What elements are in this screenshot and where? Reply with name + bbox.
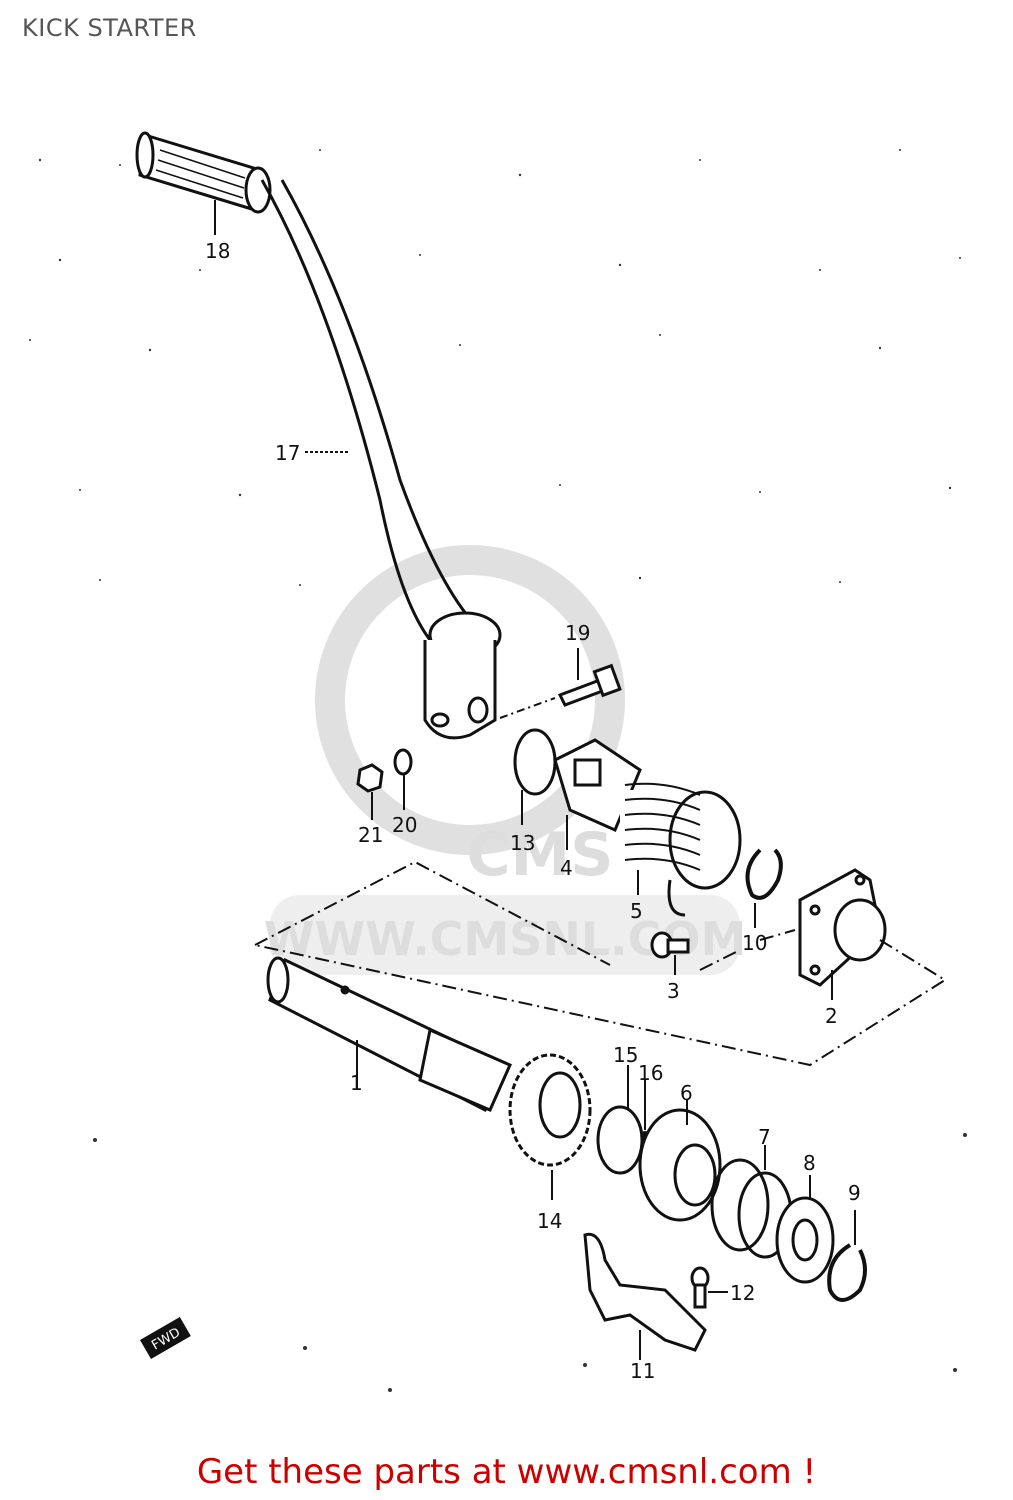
part-13-oil-seal[interactable] bbox=[513, 728, 557, 796]
part-8-washer[interactable] bbox=[775, 1196, 835, 1284]
part-14-kick-starter-gear[interactable] bbox=[508, 1053, 592, 1167]
part-20-washer[interactable] bbox=[393, 748, 413, 776]
callout-14: 14 bbox=[537, 1209, 562, 1233]
part-15-washer[interactable] bbox=[596, 1105, 644, 1175]
callout-21: 21 bbox=[358, 823, 383, 847]
cmsnl-watermark: WWW.CMSNL.COM CMS bbox=[264, 545, 746, 975]
callout-1: 1 bbox=[350, 1071, 363, 1095]
callout-4: 4 bbox=[560, 856, 573, 880]
part-17-kick-lever[interactable] bbox=[260, 179, 502, 740]
callout-15: 15 bbox=[613, 1043, 638, 1067]
callout-12: 12 bbox=[730, 1281, 755, 1305]
callout-19: 19 bbox=[565, 621, 590, 645]
callout-7: 7 bbox=[758, 1125, 771, 1149]
part-1-kick-starter-shaft[interactable] bbox=[266, 956, 512, 1113]
part-6-pawl-guide[interactable] bbox=[638, 1108, 722, 1222]
callout-17: 17 bbox=[275, 441, 300, 465]
fwd-direction-badge: FWD bbox=[140, 1317, 191, 1360]
part-12-screw[interactable] bbox=[690, 1266, 710, 1309]
callout-16: 16 bbox=[638, 1061, 663, 1085]
part-19-bolt[interactable] bbox=[557, 663, 622, 707]
part-2-kick-shaft-housing[interactable] bbox=[798, 868, 887, 987]
parts-shop-link[interactable]: Get these parts at www.cmsnl.com ! bbox=[196, 1452, 817, 1492]
callout-10: 10 bbox=[742, 931, 767, 955]
callout-6: 6 bbox=[680, 1081, 693, 1105]
part-11-stopper-plate[interactable] bbox=[583, 1232, 707, 1352]
callout-13: 13 bbox=[510, 831, 535, 855]
part-10-circlip[interactable] bbox=[745, 848, 783, 900]
watermark-logo: CMS bbox=[467, 820, 614, 890]
callout-2: 2 bbox=[825, 1004, 838, 1028]
callout-9: 9 bbox=[848, 1181, 861, 1205]
part-18-grip[interactable] bbox=[135, 131, 272, 214]
callout-20: 20 bbox=[392, 813, 417, 837]
part-4-spring-guide[interactable] bbox=[553, 738, 642, 832]
part-3-screw[interactable] bbox=[650, 931, 690, 959]
callout-11: 11 bbox=[630, 1359, 655, 1383]
callout-3: 3 bbox=[667, 979, 680, 1003]
callout-8: 8 bbox=[803, 1151, 816, 1175]
part-21-nut[interactable] bbox=[356, 763, 384, 793]
part-9-circlip[interactable] bbox=[827, 1243, 867, 1302]
scan-noise bbox=[29, 149, 967, 1392]
callout-18: 18 bbox=[205, 239, 230, 263]
part-5-kick-return-spring[interactable] bbox=[620, 782, 742, 917]
page-title: KICK STARTER bbox=[22, 14, 197, 42]
callout-5: 5 bbox=[630, 899, 643, 923]
